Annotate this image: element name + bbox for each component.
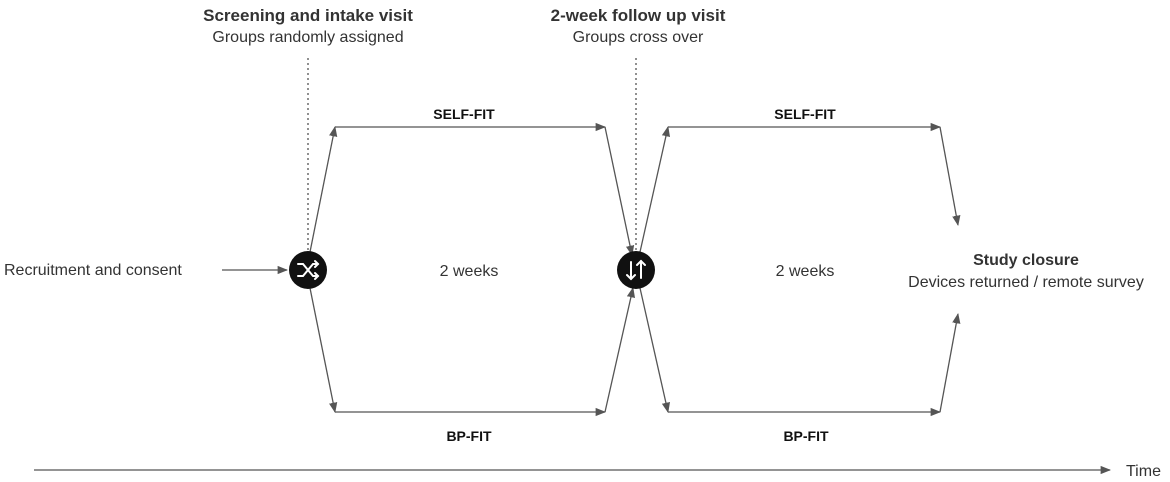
arm-label-bp-fit-1: BP-FIT	[446, 428, 492, 444]
recruitment-label: Recruitment and consent	[4, 262, 182, 279]
time-axis-label: Time	[1126, 463, 1161, 480]
period2-duration: 2 weeks	[776, 263, 835, 280]
closure-title: Study closure	[973, 252, 1079, 269]
arm-label-self-fit-2: SELF-FIT	[774, 106, 836, 122]
period1-duration: 2 weeks	[440, 263, 499, 280]
arm-label-bp-fit-2: BP-FIT	[783, 428, 829, 444]
intake-visit-subtitle: Groups randomly assigned	[212, 29, 403, 46]
period1-bp-fit-path	[309, 286, 635, 417]
swap-vertical-icon	[626, 259, 646, 281]
period1-self-fit-path	[309, 122, 635, 257]
crossover-node	[617, 251, 655, 289]
randomize-node	[289, 251, 327, 289]
period2-self-fit-path	[639, 122, 961, 253]
followup-visit-subtitle: Groups cross over	[573, 29, 704, 46]
closure-subtitle: Devices returned / remote survey	[908, 274, 1144, 291]
followup-visit-title: 2-week follow up visit	[551, 6, 726, 25]
intake-visit-title: Screening and intake visit	[203, 6, 413, 25]
period2-bp-fit-path	[639, 287, 961, 417]
arm-label-self-fit-1: SELF-FIT	[433, 106, 495, 122]
shuffle-icon	[297, 260, 320, 280]
